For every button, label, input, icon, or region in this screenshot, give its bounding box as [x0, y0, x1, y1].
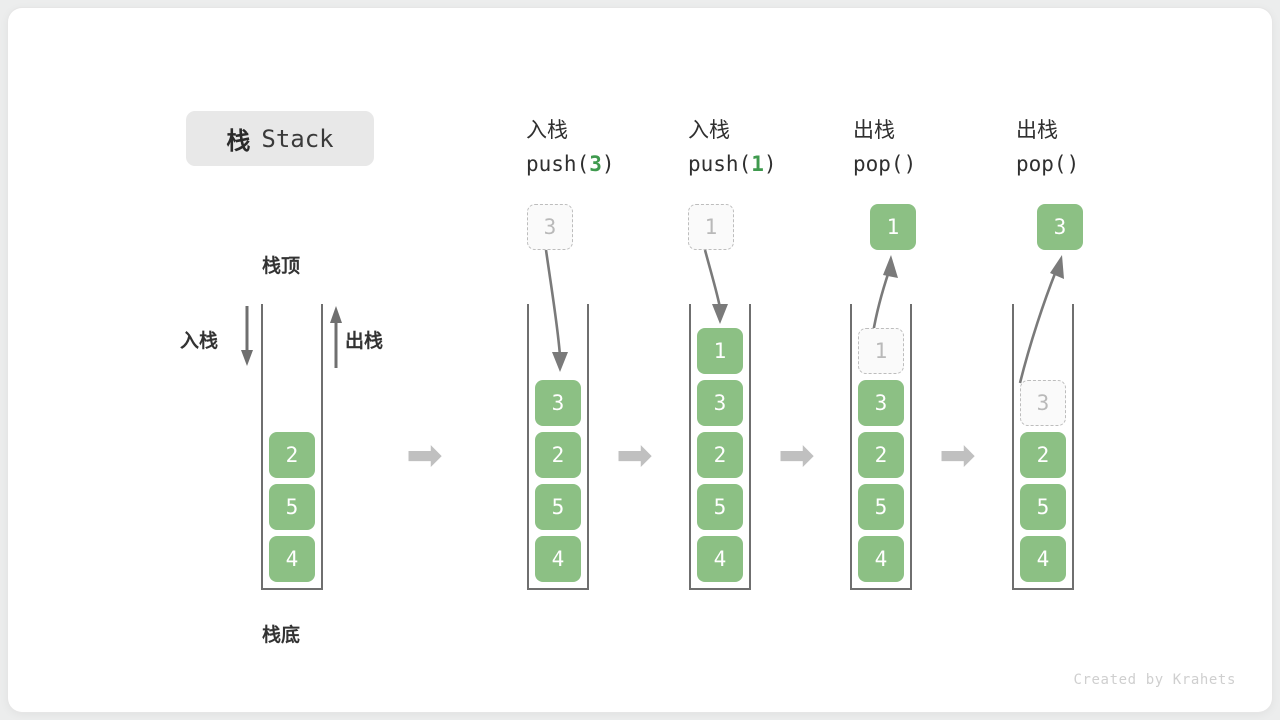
stack-floor	[527, 588, 589, 590]
stack-top-label: 栈顶	[262, 256, 301, 277]
stack-cell: 5	[697, 484, 743, 530]
stack-wall-right	[587, 304, 589, 590]
push-3-motion-arrow-icon	[544, 249, 568, 372]
floating-cell-pop-1: 1	[870, 204, 916, 250]
diagram-card: 栈 Stack 栈顶 栈底 入栈 出栈 入栈 push(3) 入栈 push(1…	[8, 8, 1272, 712]
stack-cell: 4	[535, 536, 581, 582]
column-header-cn: 出栈	[853, 119, 895, 142]
stack-after-push-1: 1 3 2 5 4	[689, 304, 751, 590]
stack-wall-right	[1072, 304, 1074, 590]
footer-credit: Created by Krahets	[1073, 672, 1236, 688]
column-header-code: pop()	[1016, 148, 1196, 180]
stack-cell: 3	[697, 380, 743, 426]
push-direction-arrow-icon	[241, 306, 253, 366]
step-arrow-icon-4: ➡	[939, 430, 976, 481]
code-suffix: )	[903, 152, 917, 176]
column-header-code: push(3)	[526, 148, 706, 180]
stack-wall-right	[321, 304, 323, 590]
stack-cell: 5	[269, 484, 315, 530]
column-header-push-3: 入栈 push(3)	[526, 114, 706, 180]
stack-initial: 2 5 4	[261, 304, 323, 590]
push-1-motion-arrow-icon	[703, 249, 728, 324]
code-prefix: push(	[526, 152, 590, 176]
stack-cell: 2	[535, 432, 581, 478]
step-arrow-icon-2: ➡	[616, 430, 653, 481]
column-header-pop-1: 出栈 pop()	[853, 114, 1033, 180]
stack-cell: 4	[858, 536, 904, 582]
code-arg: 3	[589, 152, 602, 176]
stack-floor	[689, 588, 751, 590]
stack-cell: 5	[858, 484, 904, 530]
stack-wall-right	[749, 304, 751, 590]
floating-cell-pop-3: 3	[1037, 204, 1083, 250]
stack-wall-left	[850, 304, 852, 590]
floating-cell-push-1: 1	[688, 204, 734, 250]
code-suffix: )	[1066, 152, 1080, 176]
code-suffix: )	[763, 152, 777, 176]
stack-cell-removed: 1	[858, 328, 904, 374]
pop-direction-arrow-icon	[330, 306, 342, 368]
step-arrow-icon-3: ➡	[778, 430, 815, 481]
code-suffix: )	[601, 152, 615, 176]
page-title-en: Stack	[261, 124, 334, 153]
column-header-code: pop()	[853, 148, 1033, 180]
column-header-cn: 入栈	[688, 119, 730, 142]
stack-floor	[261, 588, 323, 590]
stack-cell: 3	[535, 380, 581, 426]
stack-wall-right	[910, 304, 912, 590]
column-header-cn: 入栈	[526, 119, 568, 142]
column-header-pop-3: 出栈 pop()	[1016, 114, 1196, 180]
stack-cell: 5	[1020, 484, 1066, 530]
stack-cell: 2	[858, 432, 904, 478]
code-arg: 1	[751, 152, 764, 176]
stack-cell: 4	[1020, 536, 1066, 582]
stack-wall-left	[261, 304, 263, 590]
stack-cell: 1	[697, 328, 743, 374]
floating-cell-push-3: 3	[527, 204, 573, 250]
column-header-code: push(1)	[688, 148, 868, 180]
step-arrow-icon-1: ➡	[406, 430, 443, 481]
page-title-cn: 栈	[226, 128, 251, 155]
stack-cell: 2	[1020, 432, 1066, 478]
stack-cell: 2	[697, 432, 743, 478]
pop-3-motion-arrow-icon	[1018, 255, 1064, 384]
stack-after-pop-1: 1 3 2 5 4	[850, 304, 912, 590]
pop-1-motion-arrow-icon	[871, 255, 898, 334]
stack-floor	[1012, 588, 1074, 590]
stack-wall-left	[527, 304, 529, 590]
code-prefix: pop(	[1016, 152, 1067, 176]
pop-direction-label: 出栈	[345, 331, 384, 352]
stack-cell: 4	[269, 536, 315, 582]
stack-cell: 5	[535, 484, 581, 530]
stack-cell-removed: 3	[1020, 380, 1066, 426]
column-header-push-1: 入栈 push(1)	[688, 114, 868, 180]
stack-after-push-3: 3 2 5 4	[527, 304, 589, 590]
stack-after-pop-3: 3 2 5 4	[1012, 304, 1074, 590]
push-direction-label: 入栈	[180, 331, 219, 352]
code-prefix: push(	[688, 152, 752, 176]
page-title: 栈 Stack	[186, 111, 374, 166]
stack-cell: 3	[858, 380, 904, 426]
stack-bottom-label: 栈底	[262, 625, 301, 646]
stack-wall-left	[1012, 304, 1014, 590]
stack-cell: 2	[269, 432, 315, 478]
code-prefix: pop(	[853, 152, 904, 176]
stack-floor	[850, 588, 912, 590]
stack-wall-left	[689, 304, 691, 590]
stack-cell: 4	[697, 536, 743, 582]
column-header-cn: 出栈	[1016, 119, 1058, 142]
